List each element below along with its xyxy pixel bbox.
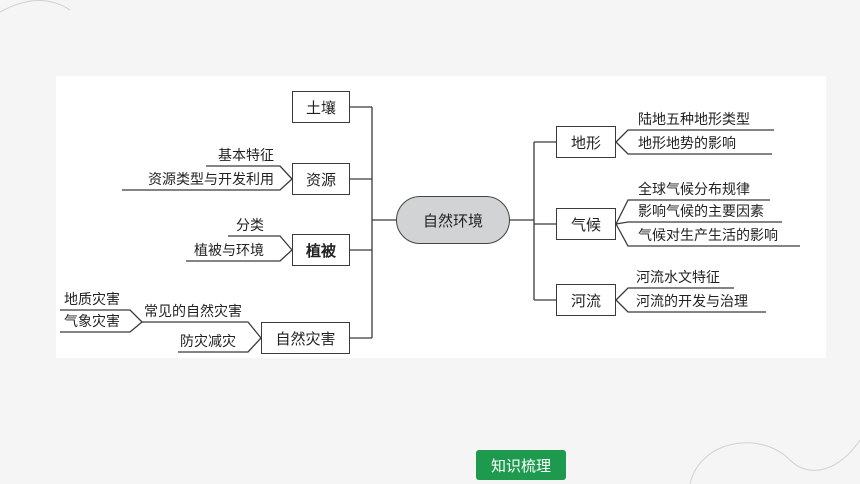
leaf-disaster-geo: 地质灾害 [64, 292, 120, 308]
leaf-landform-influence: 地形地势的影响 [638, 136, 736, 152]
leaf-landform-types: 陆地五种地形类型 [638, 112, 750, 128]
leaf-resource-types: 资源类型与开发利用 [148, 172, 274, 188]
knowledge-review-tag[interactable]: 知识梳理 [476, 450, 566, 480]
leaf-veg-env: 植被与环境 [194, 243, 264, 259]
leaf-climate-distribution: 全球气候分布规律 [638, 182, 750, 198]
leaf-disaster-weather: 气象灾害 [64, 314, 120, 330]
node-river: 河流 [556, 284, 616, 316]
connector-lines [60, 106, 800, 353]
leaf-river-development: 河流的开发与治理 [636, 294, 748, 310]
leaf-river-hydro: 河流水文特征 [636, 270, 720, 286]
leaf-climate-impact: 气候对生产生活的影响 [638, 228, 778, 244]
node-vegetation: 植被 [292, 234, 350, 266]
center-node: 自然环境 [396, 196, 510, 244]
leaf-resource-basic: 基本特征 [218, 148, 274, 164]
leaf-disaster-prevention: 防灾减灾 [180, 334, 236, 350]
node-disasters: 自然灾害 [261, 322, 350, 354]
node-soil: 土壤 [292, 91, 350, 123]
node-landform: 地形 [556, 126, 616, 158]
leaf-climate-factors: 影响气候的主要因素 [638, 204, 764, 220]
leaf-disaster-common: 常见的自然灾害 [144, 304, 242, 320]
leaf-veg-class: 分类 [236, 218, 264, 234]
node-climate: 气候 [556, 208, 616, 240]
node-resources: 资源 [292, 163, 350, 195]
mind-map-panel: 自然环境 土壤 资源 植被 自然灾害 基本特征 资源类型与开发利用 分类 植被与… [56, 76, 826, 358]
